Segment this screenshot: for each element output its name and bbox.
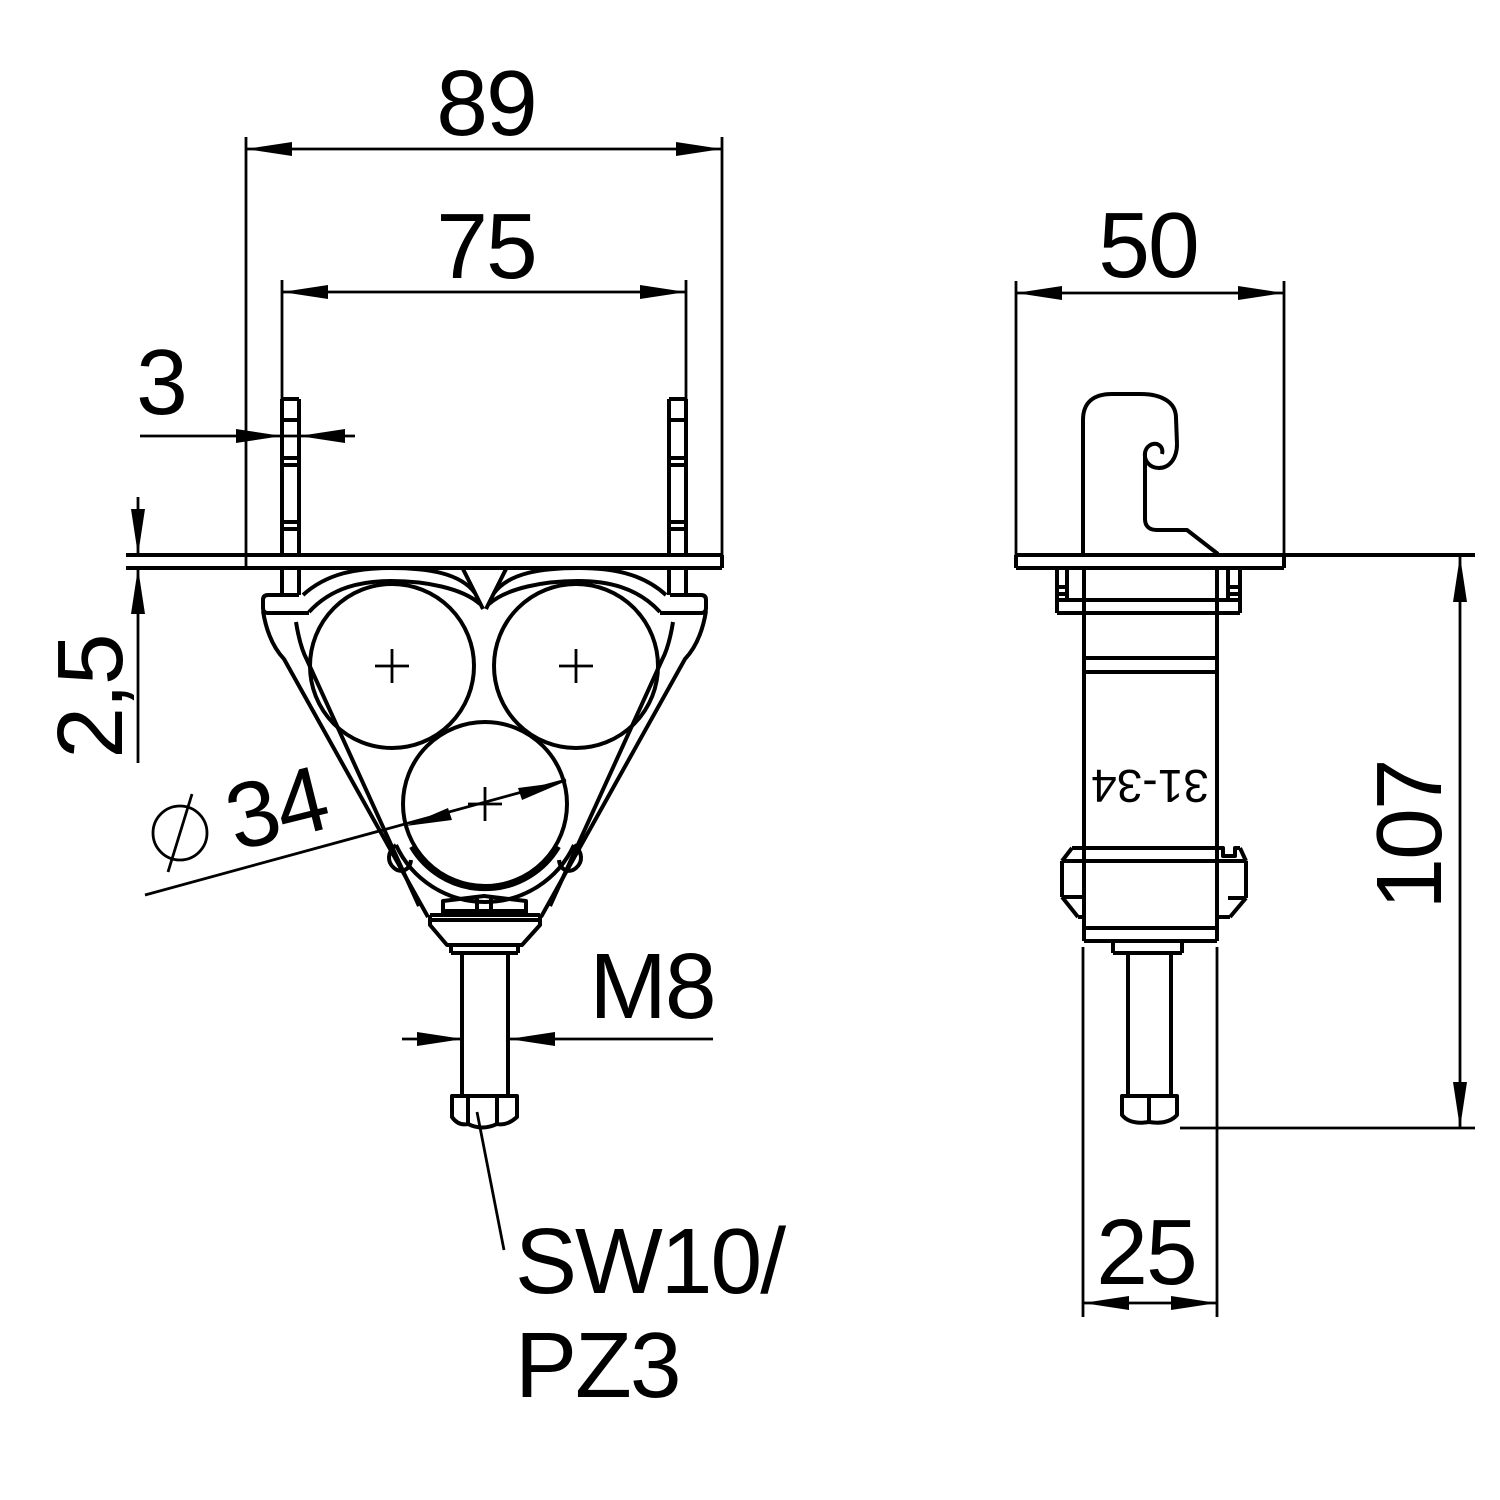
dim-foot-width: 25 xyxy=(1081,947,1219,1317)
clamp-body xyxy=(261,610,708,947)
dim-cable-diameter: 34 xyxy=(144,745,567,897)
cable-circles xyxy=(308,582,660,888)
right-claw-flange xyxy=(1226,568,1242,600)
diameter-symbol xyxy=(151,804,209,862)
dim-wall-thickness-label: 3 xyxy=(136,330,186,434)
nut-block xyxy=(1060,846,1248,919)
threaded-rod xyxy=(460,953,510,1096)
arrowhead xyxy=(406,808,452,826)
cradle-outer-arc xyxy=(394,844,576,904)
side-view: 50 31-34 xyxy=(1014,193,1475,1317)
dim-thread: M8 xyxy=(402,934,717,1046)
dim-inner-width: 75 xyxy=(280,194,688,399)
arrowhead xyxy=(518,782,564,800)
dim-height: 107 xyxy=(1180,556,1475,1130)
left-lip xyxy=(261,593,309,615)
hook-outline xyxy=(1081,392,1179,555)
screw-assembly xyxy=(449,945,520,1130)
claw-side xyxy=(1055,568,1242,615)
left-saddle-inner xyxy=(307,579,482,614)
dim-thread-label: M8 xyxy=(589,934,714,1038)
dim-inner-width-label: 75 xyxy=(436,194,535,298)
left-outer-slope xyxy=(261,610,430,918)
dim-width: 50 xyxy=(1014,193,1286,555)
left-claw-flange xyxy=(1055,568,1069,600)
right-lip xyxy=(660,593,708,615)
left-wall xyxy=(280,397,301,555)
flange-plate xyxy=(126,553,724,570)
flange-plate-side xyxy=(1014,553,1475,570)
right-saddle-outer xyxy=(492,566,668,597)
cable-right xyxy=(492,582,660,750)
drive-label-line1: SW10/ xyxy=(515,1209,786,1313)
right-wall xyxy=(667,397,688,555)
dim-outer-width-label: 89 xyxy=(436,51,535,155)
leader-line xyxy=(475,1111,506,1251)
right-saddle-inner xyxy=(487,579,662,614)
threaded-rod xyxy=(1126,953,1173,1096)
wall-below-flange xyxy=(280,568,688,595)
left-inner-slope xyxy=(294,621,421,907)
leader-line xyxy=(144,778,567,897)
cable-bottom xyxy=(401,720,569,888)
right-outer-slope xyxy=(539,610,708,918)
center-wedge xyxy=(461,568,508,610)
dim-width-label: 50 xyxy=(1098,193,1197,297)
pressure-piece-outline xyxy=(441,894,528,917)
hex-nut xyxy=(450,1094,519,1130)
dim-foot-width-label: 25 xyxy=(1096,1200,1195,1304)
dim-outer-width: 89 xyxy=(244,51,724,568)
diameter-symbol-slash xyxy=(166,793,194,873)
center-crosses xyxy=(375,649,593,821)
claw-walls xyxy=(280,397,688,595)
upper-saddle xyxy=(261,566,708,615)
drive-label: SW10/ PZ3 xyxy=(475,1111,788,1417)
pressure-piece xyxy=(441,894,528,917)
dim-flange-thickness: 2,5 xyxy=(38,497,145,763)
dim-cable-diameter-label: 34 xyxy=(215,745,337,870)
dim-height-label: 107 xyxy=(1357,760,1461,909)
cradle-left-tip xyxy=(387,843,413,873)
cradle-inner-arc xyxy=(409,845,561,892)
column-outline xyxy=(1082,568,1219,943)
front-view: 89 75 3 2,5 xyxy=(38,51,788,1417)
clamp-range-marking: 31-34 xyxy=(1091,760,1209,812)
left-saddle-outer xyxy=(301,566,477,597)
dim-wall-thickness: 3 xyxy=(136,330,355,443)
screw-assembly-side xyxy=(1111,941,1184,1125)
bottom-boss xyxy=(428,913,542,947)
hook-profile xyxy=(1081,392,1220,556)
cradle-right-tip xyxy=(557,843,583,873)
block-outline xyxy=(1060,846,1248,919)
hook-inner-edge xyxy=(1143,453,1220,556)
dim-flange-thickness-label: 2,5 xyxy=(38,635,142,758)
lip-band xyxy=(1055,598,1242,615)
hex-nut xyxy=(1120,1094,1179,1125)
hook-mouth xyxy=(1142,441,1179,470)
drive-label-line2: PZ3 xyxy=(515,1313,680,1417)
body-column: 31-34 xyxy=(1082,568,1219,943)
cable-left xyxy=(308,582,476,750)
right-inner-slope xyxy=(548,621,675,907)
